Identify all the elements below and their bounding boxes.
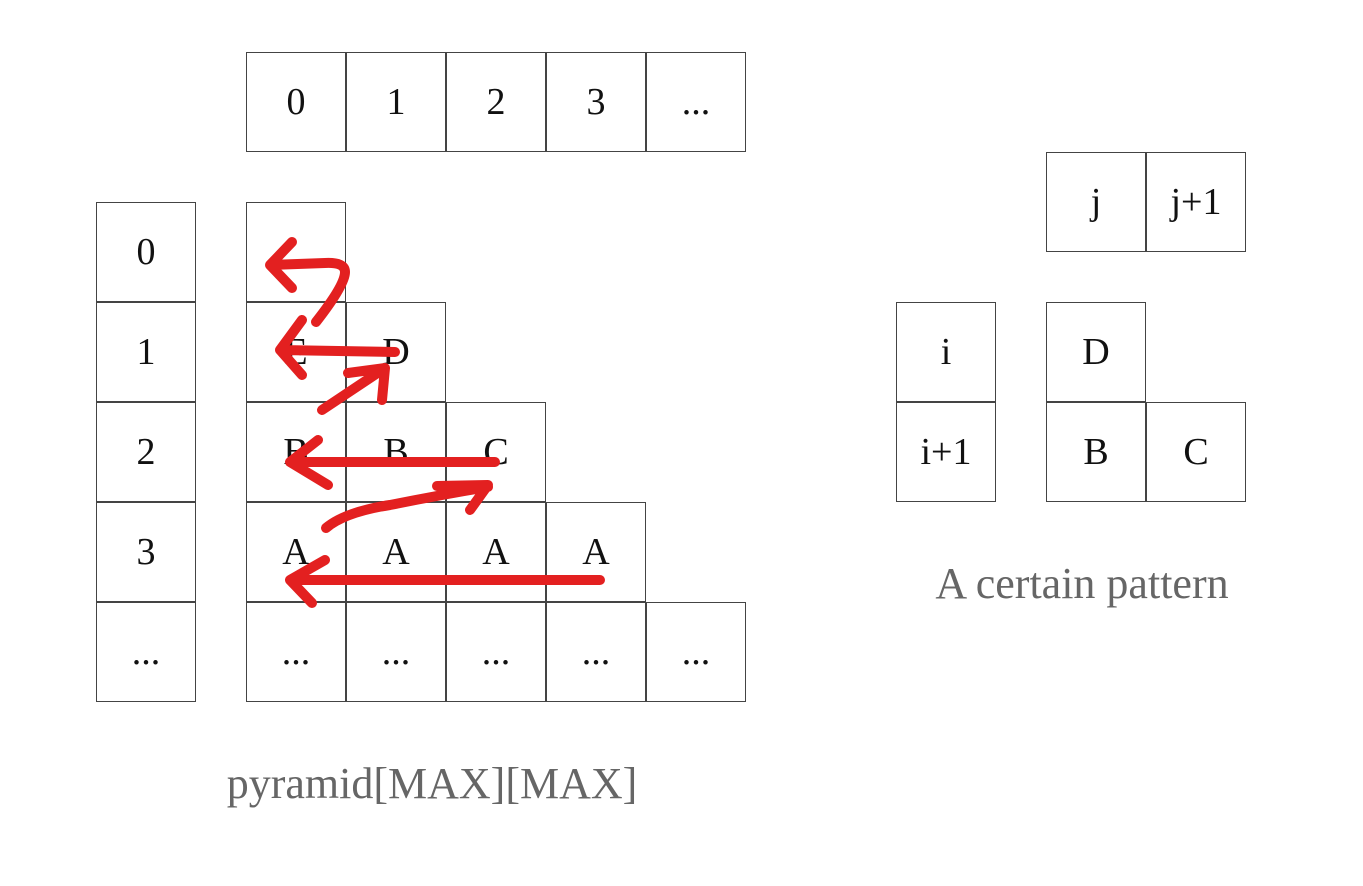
- row-index-cell: 0: [96, 202, 196, 302]
- pyramid-cell: ...: [446, 602, 546, 702]
- row-index-cell: ...: [96, 602, 196, 702]
- pyramid-cell: ...: [246, 602, 346, 702]
- pyramid-cell: A: [446, 502, 546, 602]
- pyramid-cell: C: [446, 402, 546, 502]
- pyramid-cell: B: [346, 402, 446, 502]
- pattern-row-label: i+1: [896, 402, 996, 502]
- pyramid-cell: E: [246, 302, 346, 402]
- pattern-cell: C: [1146, 402, 1246, 502]
- column-index-cell: 1: [346, 52, 446, 152]
- row-index-cell: 3: [96, 502, 196, 602]
- pattern-cell: B: [1046, 402, 1146, 502]
- pyramid-cell: A: [246, 502, 346, 602]
- pattern-column-label: j: [1046, 152, 1146, 252]
- column-index-cell: 0: [246, 52, 346, 152]
- pyramid-cell: A: [546, 502, 646, 602]
- column-index-cell: 2: [446, 52, 546, 152]
- pyramid-cell: B: [246, 402, 346, 502]
- pyramid-cell: [246, 202, 346, 302]
- pyramid-cell: A: [346, 502, 446, 602]
- pyramid-cell: ...: [346, 602, 446, 702]
- pyramid-caption: pyramid[MAX][MAX]: [226, 759, 638, 808]
- row-index-cell: 1: [96, 302, 196, 402]
- pattern-cell: D: [1046, 302, 1146, 402]
- pattern-row-label: i: [896, 302, 996, 402]
- pyramid-cell: ...: [646, 602, 746, 702]
- row-index-cell: 2: [96, 402, 196, 502]
- pyramid-cell: D: [346, 302, 446, 402]
- pyramid-cell: ...: [546, 602, 646, 702]
- column-index-cell: 3: [546, 52, 646, 152]
- pattern-column-label: j+1: [1146, 152, 1246, 252]
- pattern-caption: A certain pattern: [935, 559, 1229, 608]
- column-index-cell: ...: [646, 52, 746, 152]
